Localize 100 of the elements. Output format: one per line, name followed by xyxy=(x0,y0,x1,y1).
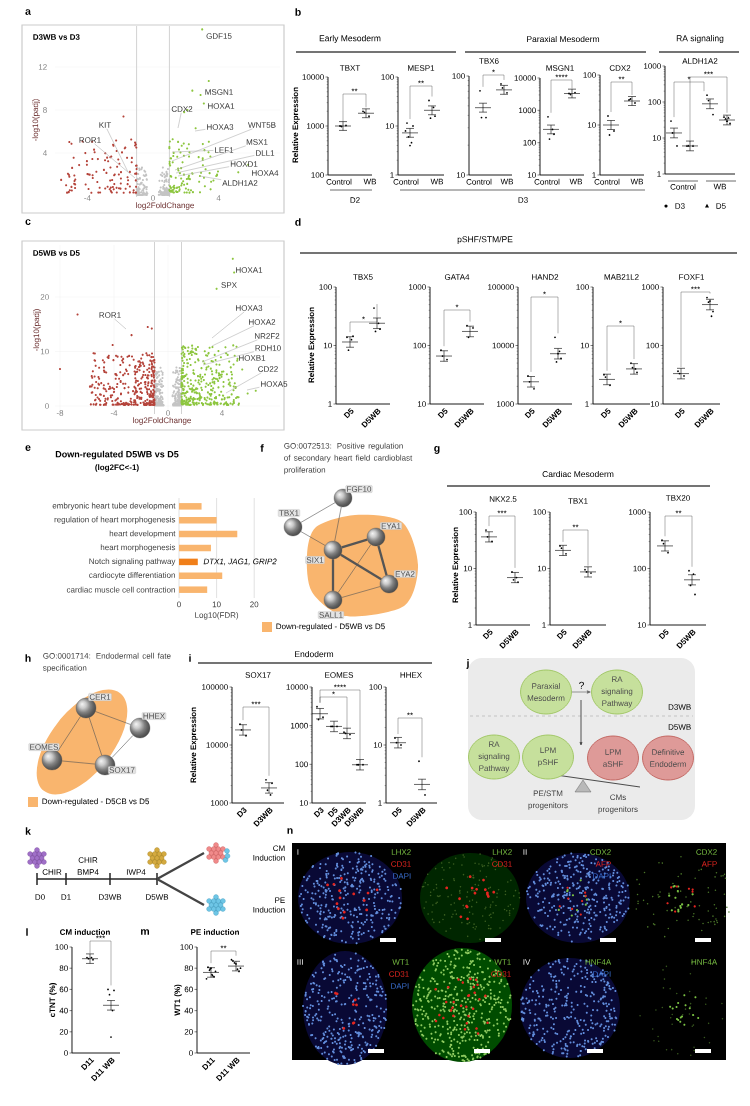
seesaw-label: PE/STM progenitors xyxy=(528,790,568,810)
interaction-line xyxy=(95,711,131,725)
leader-line xyxy=(211,311,245,339)
gene-label: MSGN1 xyxy=(205,89,233,95)
y-tick-label: embryonic heart tube development xyxy=(52,502,176,511)
leader-line xyxy=(201,339,258,363)
panel-letter: b xyxy=(295,8,301,16)
node-label: EYA2 xyxy=(395,571,415,577)
gene-label: WNT5B xyxy=(248,122,276,128)
interaction-line xyxy=(341,586,381,598)
day-label: D0 xyxy=(35,894,45,900)
category-label: D3 xyxy=(313,807,324,818)
tick-label: 100 xyxy=(576,284,589,290)
panel-letter: f xyxy=(260,444,264,452)
channel-label: CD31 xyxy=(391,861,411,867)
y-tick-label: regulation of heart morphogenesis xyxy=(54,516,176,524)
tick-label: 10000 xyxy=(206,742,228,748)
tick-label: 10 xyxy=(580,342,589,349)
tick-label: 10 xyxy=(650,401,659,407)
category-label: D5 xyxy=(482,629,493,640)
tick-label: 8 xyxy=(43,107,47,113)
panel-letter: l xyxy=(26,928,28,936)
bar xyxy=(179,586,208,593)
edge-label: ? xyxy=(577,680,586,690)
gene-label: HOXA4 xyxy=(252,170,279,176)
interaction-line xyxy=(111,735,134,758)
category-label: Control xyxy=(466,178,492,185)
leader-line xyxy=(175,155,255,174)
protein-node: EYA2 xyxy=(379,570,416,594)
branch-line xyxy=(156,878,205,906)
panel-letter: h xyxy=(25,654,31,662)
tick-label: 0 xyxy=(151,195,155,201)
tick-label: 40 xyxy=(59,1007,68,1014)
node-label: SALL1 xyxy=(319,612,343,618)
channel-label: AFP xyxy=(701,861,717,867)
x-tick-label: 0 xyxy=(177,601,181,608)
tick-label: 1 xyxy=(542,622,546,628)
arrow xyxy=(571,690,591,694)
y-tick-label: heart development xyxy=(109,530,176,538)
significance-stars: * xyxy=(455,304,459,308)
tick-label: 100 xyxy=(648,99,661,105)
tick-label: 10 xyxy=(373,742,382,748)
x-tick-label: 20 xyxy=(250,601,259,608)
category-label: WB xyxy=(500,178,513,185)
gene-label: HOXA1 xyxy=(236,267,263,273)
significance-stars: * xyxy=(543,291,546,295)
panel-letter: a xyxy=(25,9,31,15)
interaction-line xyxy=(61,760,96,765)
tick-label: 0 xyxy=(189,1050,193,1056)
tick-label: -4 xyxy=(110,410,118,416)
plot-title: HHEX xyxy=(400,672,422,678)
image-numeral: I xyxy=(297,849,299,855)
gene-label: HOXD1 xyxy=(230,161,258,167)
plot-title: MESP1 xyxy=(408,65,435,71)
tick-label: 10 xyxy=(463,565,472,572)
tick-label: 4 xyxy=(216,195,221,201)
bar xyxy=(179,558,198,566)
category-label: Control xyxy=(393,178,419,185)
plot-title: GATA4 xyxy=(444,274,470,280)
gene-label: LEF1 xyxy=(215,147,234,153)
node-label: EOMES xyxy=(30,744,59,750)
group-heading: Endoderm xyxy=(295,650,334,658)
panel-letter: m xyxy=(141,929,149,935)
protein-node: HHEX xyxy=(129,712,167,739)
tick-label: 10 xyxy=(587,122,596,128)
tick-label: 100 xyxy=(295,761,308,768)
channel-label: AFP xyxy=(595,861,611,867)
plot-title: TBXT xyxy=(339,65,361,71)
seesaw-label: CMs progenitors xyxy=(598,794,638,814)
significance-stars: ** xyxy=(418,80,424,84)
tick-label: 1 xyxy=(592,172,596,178)
day-label: D1 xyxy=(61,894,71,900)
channel-label: CDX2 xyxy=(696,849,717,855)
panel-letter: e xyxy=(25,445,31,451)
category-label: WB xyxy=(713,183,726,190)
category-label: D5 xyxy=(658,629,669,640)
day-label: D2 xyxy=(350,197,360,203)
interaction-line xyxy=(331,559,335,591)
plot-title: HAND2 xyxy=(532,274,559,280)
bar xyxy=(179,516,217,524)
tick-label: 1000 xyxy=(291,722,308,729)
interaction-line xyxy=(377,545,388,576)
group-heading: Cardiac Mesoderm xyxy=(542,470,614,478)
group-heading: RA signaling xyxy=(676,35,724,43)
axis-title: Relative Expression xyxy=(452,527,460,603)
tick-label: 1000 xyxy=(642,284,659,290)
category-label: D5 xyxy=(600,408,611,419)
category-label: Control xyxy=(534,178,560,185)
node-label: SIX1 xyxy=(306,557,324,563)
go-term-text: GO:0072513: Positive regulation of secondary heart field cardioblast proliferation xyxy=(284,442,413,475)
plot-title: MAB21L2 xyxy=(604,274,639,280)
tick-label: 1000 xyxy=(519,107,536,114)
leader-line xyxy=(171,128,253,162)
tick-label: -8 xyxy=(56,410,64,416)
interaction-line xyxy=(334,506,342,542)
panel-letter: d xyxy=(295,218,301,226)
protein-node: FGF10 xyxy=(333,485,373,508)
tick-label: 100 xyxy=(413,342,426,349)
plot-title: D3WB vs D3 xyxy=(33,34,80,40)
interaction-line xyxy=(300,531,326,546)
